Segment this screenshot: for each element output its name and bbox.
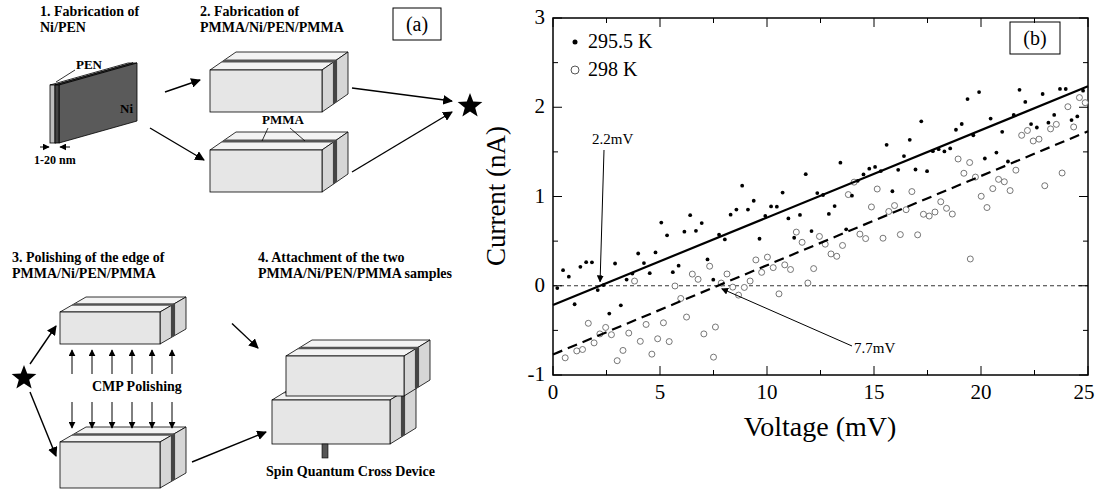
x-tick: 5	[655, 381, 666, 404]
step-heading: 2. Fabrication of PMMA/Ni/PEN/PMMA	[200, 4, 390, 36]
step-group: 1. Fabrication of Ni/PEN	[40, 4, 165, 164]
thickness-arrow	[60, 147, 70, 148]
block	[60, 297, 186, 344]
cmp-arrow	[112, 350, 113, 374]
annotation: 2.2mV	[590, 131, 635, 148]
x-tick: 0	[548, 381, 559, 404]
step-heading: 3. Polishing of the edge of PMMA/Ni/PEN/…	[12, 250, 232, 282]
step-group: 4. Attachment of the two PMMA/Ni/PEN/PMM…	[258, 250, 453, 495]
step-group: 3. Polishing of the edge of PMMA/Ni/PEN/…	[12, 250, 232, 495]
cmp-arrow	[112, 402, 113, 428]
y-tick: 1	[535, 185, 546, 208]
panel-label-box	[393, 8, 441, 40]
layer-label: PMMA	[262, 113, 304, 127]
star-symbol	[12, 365, 37, 389]
flow-arrow	[232, 324, 258, 349]
flow-arrow	[30, 392, 56, 456]
cmp-arrow	[92, 350, 93, 374]
legend-item: 298 K	[568, 58, 637, 81]
annotation: 7.7mV	[852, 340, 897, 357]
step-group: 2. Fabrication of PMMA/Ni/PEN/PMMA	[200, 4, 390, 194]
y-tick: 3	[535, 6, 546, 29]
block	[55, 63, 137, 143]
fabrication-illustration	[12, 8, 1060, 488]
fit-line-dashed	[553, 131, 1088, 354]
x-tick: 10	[757, 381, 778, 404]
cmp-arrow	[72, 350, 73, 374]
block	[286, 340, 430, 396]
zero-line	[553, 285, 1088, 286]
leader-line	[290, 128, 305, 141]
leader-line	[56, 70, 75, 82]
layer-label: Ni	[120, 102, 133, 116]
block	[210, 132, 348, 192]
legend-item: 295.5 K	[568, 30, 652, 53]
x-axis-title: Voltage (mV)	[744, 412, 897, 443]
flow-arrow	[352, 88, 452, 101]
y-tick: 2	[535, 96, 546, 119]
data-points-2955K	[555, 87, 1085, 315]
legend-marker	[568, 35, 582, 49]
thickness-arrow	[40, 147, 49, 148]
annotation-arrow	[600, 150, 604, 282]
process-label: CMP Polishing	[92, 379, 182, 394]
cmp-arrow	[132, 350, 133, 374]
star-symbol	[458, 93, 483, 117]
layer-label: PEN	[76, 58, 102, 72]
flow-arrow	[30, 326, 56, 364]
data-points-298K	[562, 95, 1088, 364]
thickness-label: 1-20 nm	[34, 154, 76, 167]
y-tick: 0	[535, 274, 546, 297]
block	[210, 52, 348, 112]
flow-arrow	[192, 432, 266, 462]
panel-label: (a)	[406, 13, 428, 35]
cmp-arrow	[92, 402, 93, 428]
legend-text: 295.5 K	[588, 30, 652, 53]
y-axis-title: Current (nA)	[482, 126, 512, 266]
step-heading: 1. Fabrication of Ni/PEN	[40, 4, 165, 36]
x-tick: 25	[1074, 381, 1095, 404]
cmp-arrow	[132, 402, 133, 428]
flow-arrow	[165, 80, 200, 92]
cmp-arrow	[172, 402, 173, 428]
connectors	[165, 80, 258, 348]
y-tick: -1	[528, 363, 546, 386]
panel-label-box	[1010, 22, 1060, 54]
x-tick: 20	[971, 381, 992, 404]
ni-edge	[322, 444, 328, 458]
device-label: Spin Quantum Cross Device	[266, 464, 435, 479]
panel-label: (b)	[1023, 27, 1046, 49]
block	[60, 427, 186, 488]
fit-line-solid	[553, 86, 1088, 305]
legend-text: 298 K	[588, 58, 637, 81]
cmp-arrow	[72, 402, 73, 428]
flow-arrow	[352, 112, 452, 172]
iv-chart	[553, 18, 1088, 375]
leader-line	[262, 128, 268, 141]
step-heading: 4. Attachment of the two PMMA/Ni/PEN/PMM…	[258, 250, 453, 282]
annotation-arrow	[722, 289, 852, 346]
cmp-arrow	[172, 350, 173, 374]
cmp-arrow	[152, 402, 153, 428]
plot-frame	[553, 18, 1088, 375]
flow-arrow	[150, 128, 204, 160]
legend-marker	[568, 63, 582, 77]
cmp-arrow	[152, 350, 153, 374]
x-tick: 15	[864, 381, 885, 404]
